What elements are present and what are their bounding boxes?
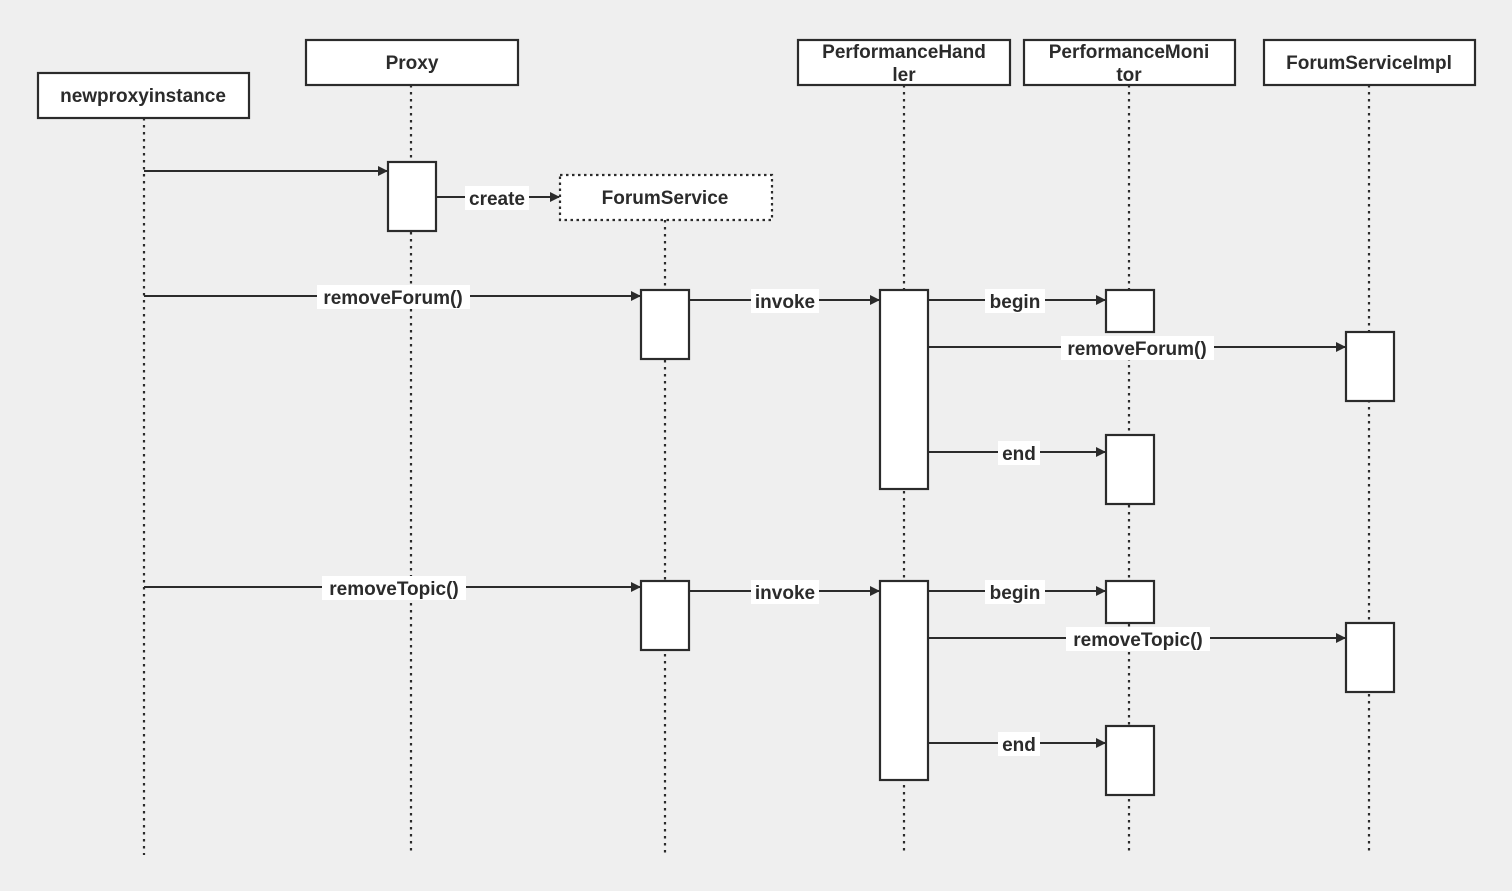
participant-newproxyinstance: newproxyinstance — [36, 71, 251, 120]
participant-label-line2: ler — [892, 65, 916, 86]
message-label-bg — [1066, 627, 1210, 651]
participant-proxy: Proxy — [304, 38, 520, 87]
message-label: create — [469, 189, 525, 210]
participant-forumserviceimpl: ForumServiceImpl — [1262, 38, 1477, 87]
participant-box — [36, 71, 251, 120]
activation-forumservice-2 — [639, 579, 691, 652]
participant-box — [304, 38, 520, 87]
activation-handler-2 — [878, 579, 930, 782]
activation-handler-1 — [878, 288, 930, 491]
participant-label-line2: tor — [1116, 65, 1142, 86]
message-remove-forum-target: removeForum() — [928, 336, 1346, 360]
message-begin-2: begin — [928, 580, 1106, 604]
participant-box — [1022, 38, 1237, 87]
activation-monitor-end-1 — [1104, 433, 1156, 506]
message-begin-1: begin — [928, 289, 1106, 313]
participant-label: ForumService — [602, 188, 729, 209]
message-label-bg — [998, 732, 1040, 756]
message-label: end — [1002, 735, 1036, 756]
activation-monitor-begin-1 — [1104, 288, 1156, 334]
participant-box — [796, 38, 1012, 87]
message-label-bg — [998, 441, 1040, 465]
participant-forumservice: ForumService — [558, 173, 774, 222]
message-label-bg — [1061, 336, 1214, 360]
participant-label: ForumServiceImpl — [1286, 53, 1452, 74]
message-label: begin — [990, 583, 1041, 604]
message-label: end — [1002, 444, 1036, 465]
activation-monitor-end-2 — [1104, 724, 1156, 797]
participant-performancehandler: PerformanceHand ler — [796, 38, 1012, 87]
message-create: create — [436, 186, 560, 210]
message-label-bg — [465, 186, 529, 210]
message-remove-topic-target: removeTopic() — [928, 627, 1346, 651]
participant-box — [1262, 38, 1477, 87]
participant-box-dotted — [558, 173, 774, 222]
message-label: removeForum() — [323, 288, 462, 309]
message-label-bg — [985, 289, 1045, 313]
participant-label: newproxyinstance — [60, 86, 226, 107]
activation-proxy — [386, 160, 438, 233]
message-label: removeTopic() — [1073, 630, 1203, 651]
message-label: invoke — [755, 292, 815, 313]
message-label-bg — [751, 289, 819, 313]
message-label-bg — [985, 580, 1045, 604]
message-label: removeForum() — [1067, 339, 1206, 360]
message-label: removeTopic() — [329, 579, 459, 600]
message-end-2: end — [928, 732, 1106, 756]
message-end-1: end — [928, 441, 1106, 465]
participant-label: Proxy — [386, 53, 439, 74]
message-label: begin — [990, 292, 1041, 313]
message-label-bg — [322, 576, 466, 600]
participant-performancemonitor: PerformanceMoni tor — [1022, 38, 1237, 87]
activation-forumservice-1 — [639, 288, 691, 361]
message-remove-topic-call: removeTopic() — [144, 576, 641, 600]
activation-monitor-begin-2 — [1104, 579, 1156, 625]
activation-impl-2 — [1344, 621, 1396, 694]
participant-label-line1: PerformanceHand — [822, 42, 986, 63]
message-label-bg — [751, 580, 819, 604]
participant-label-line1: PerformanceMoni — [1049, 42, 1209, 63]
message-invoke-2: invoke — [689, 580, 880, 604]
message-remove-forum-call: removeForum() — [144, 285, 641, 309]
message-invoke-1: invoke — [689, 289, 880, 313]
message-label: invoke — [755, 583, 815, 604]
activation-impl-1 — [1344, 330, 1396, 403]
message-label-bg — [317, 285, 470, 309]
